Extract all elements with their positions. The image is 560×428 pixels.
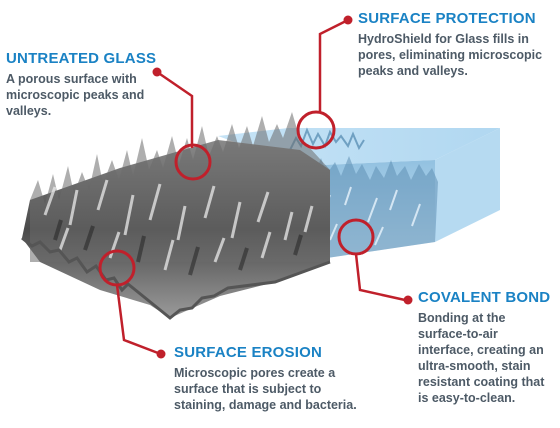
surface-protection-label: SURFACE PROTECTION HydroShield for Glass… bbox=[358, 10, 554, 79]
surface-erosion-description: Microscopic pores create a surface that … bbox=[174, 366, 357, 412]
surface-protection-description: HydroShield for Glass fills in pores, el… bbox=[358, 32, 543, 78]
glass-peaks bbox=[30, 112, 330, 262]
callout-ring bbox=[296, 110, 336, 150]
glass-rough-bottom bbox=[21, 236, 331, 320]
callout-covalent bbox=[337, 218, 413, 305]
surface-erosion-label: SURFACE EROSION Microscopic pores create… bbox=[174, 344, 374, 413]
covalent-bond-description: Bonding at the surface-to-air interface,… bbox=[418, 311, 545, 405]
callout-dot bbox=[156, 349, 166, 359]
callout-ring bbox=[174, 143, 212, 181]
covalent-bond-title: COVALENT BOND bbox=[418, 289, 551, 306]
covalent-bond-label: COVALENT BOND Bonding at the surface-to-… bbox=[418, 289, 556, 406]
coating-right-face bbox=[435, 128, 500, 242]
surface-erosion-title: SURFACE EROSION bbox=[174, 344, 323, 361]
untreated-glass-label: UNTREATED GLASS A porous surface with mi… bbox=[6, 50, 176, 119]
callout-dot bbox=[403, 295, 413, 305]
callout-line bbox=[115, 284, 159, 355]
untreated-glass-surface bbox=[21, 112, 331, 320]
callout-line bbox=[318, 18, 349, 112]
untreated-glass-description: A porous surface with microscopic peaks … bbox=[6, 72, 145, 118]
glass-shadows bbox=[53, 219, 303, 276]
callout-line bbox=[156, 70, 194, 148]
callout-untreated bbox=[152, 67, 212, 181]
callout-line bbox=[354, 253, 406, 302]
callout-protection bbox=[296, 15, 353, 150]
untreated-glass-title: UNTREATED GLASS bbox=[6, 50, 157, 67]
callout-erosion bbox=[98, 249, 166, 359]
coated-texture bbox=[300, 156, 438, 262]
glass-highlights bbox=[43, 179, 314, 271]
surface-protection-title: SURFACE PROTECTION bbox=[358, 10, 536, 27]
